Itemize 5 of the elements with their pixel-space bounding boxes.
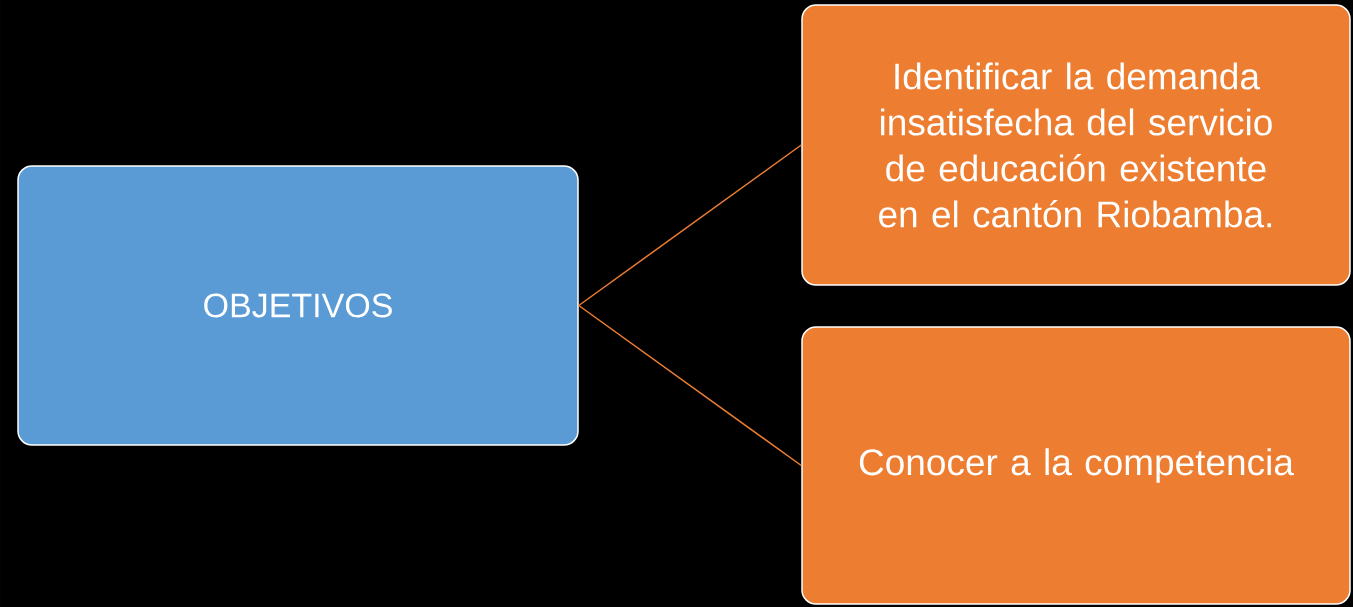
connector-line bbox=[578, 144, 802, 307]
topic-box: OBJETIVOS bbox=[17, 165, 579, 446]
connector-line bbox=[578, 304, 802, 467]
objective-box: Identificar la demanda insatisfecha del servicio de educación existente en el cantón Riobamba. bbox=[801, 4, 1351, 286]
objective-box: Conocer a la competencia bbox=[801, 326, 1351, 605]
